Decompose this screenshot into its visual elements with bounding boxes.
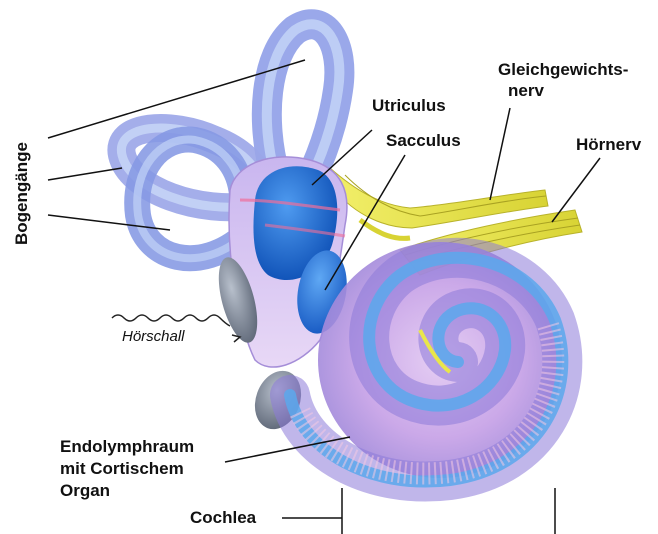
label-gleichgewichtsnerv-2: nerv: [508, 81, 544, 101]
label-cochlea: Cochlea: [190, 508, 256, 528]
label-utriculus: Utriculus: [372, 96, 446, 116]
label-endolymph-1: Endolymphraum: [60, 437, 194, 457]
label-hoerschall: Hörschall: [122, 327, 185, 347]
label-endolymph-3: Organ: [60, 481, 110, 501]
hoerschall-arrow: [232, 335, 240, 342]
label-sacculus: Sacculus: [386, 131, 461, 151]
label-gleichgewichtsnerv-1: Gleichgewichts-: [498, 60, 628, 80]
hoerschall-wave: [112, 315, 230, 326]
label-endolymph-2: mit Cortischem: [60, 459, 184, 479]
label-hoernerv: Hörnerv: [576, 135, 641, 155]
label-bogengaenge: Bogengänge: [12, 142, 32, 245]
